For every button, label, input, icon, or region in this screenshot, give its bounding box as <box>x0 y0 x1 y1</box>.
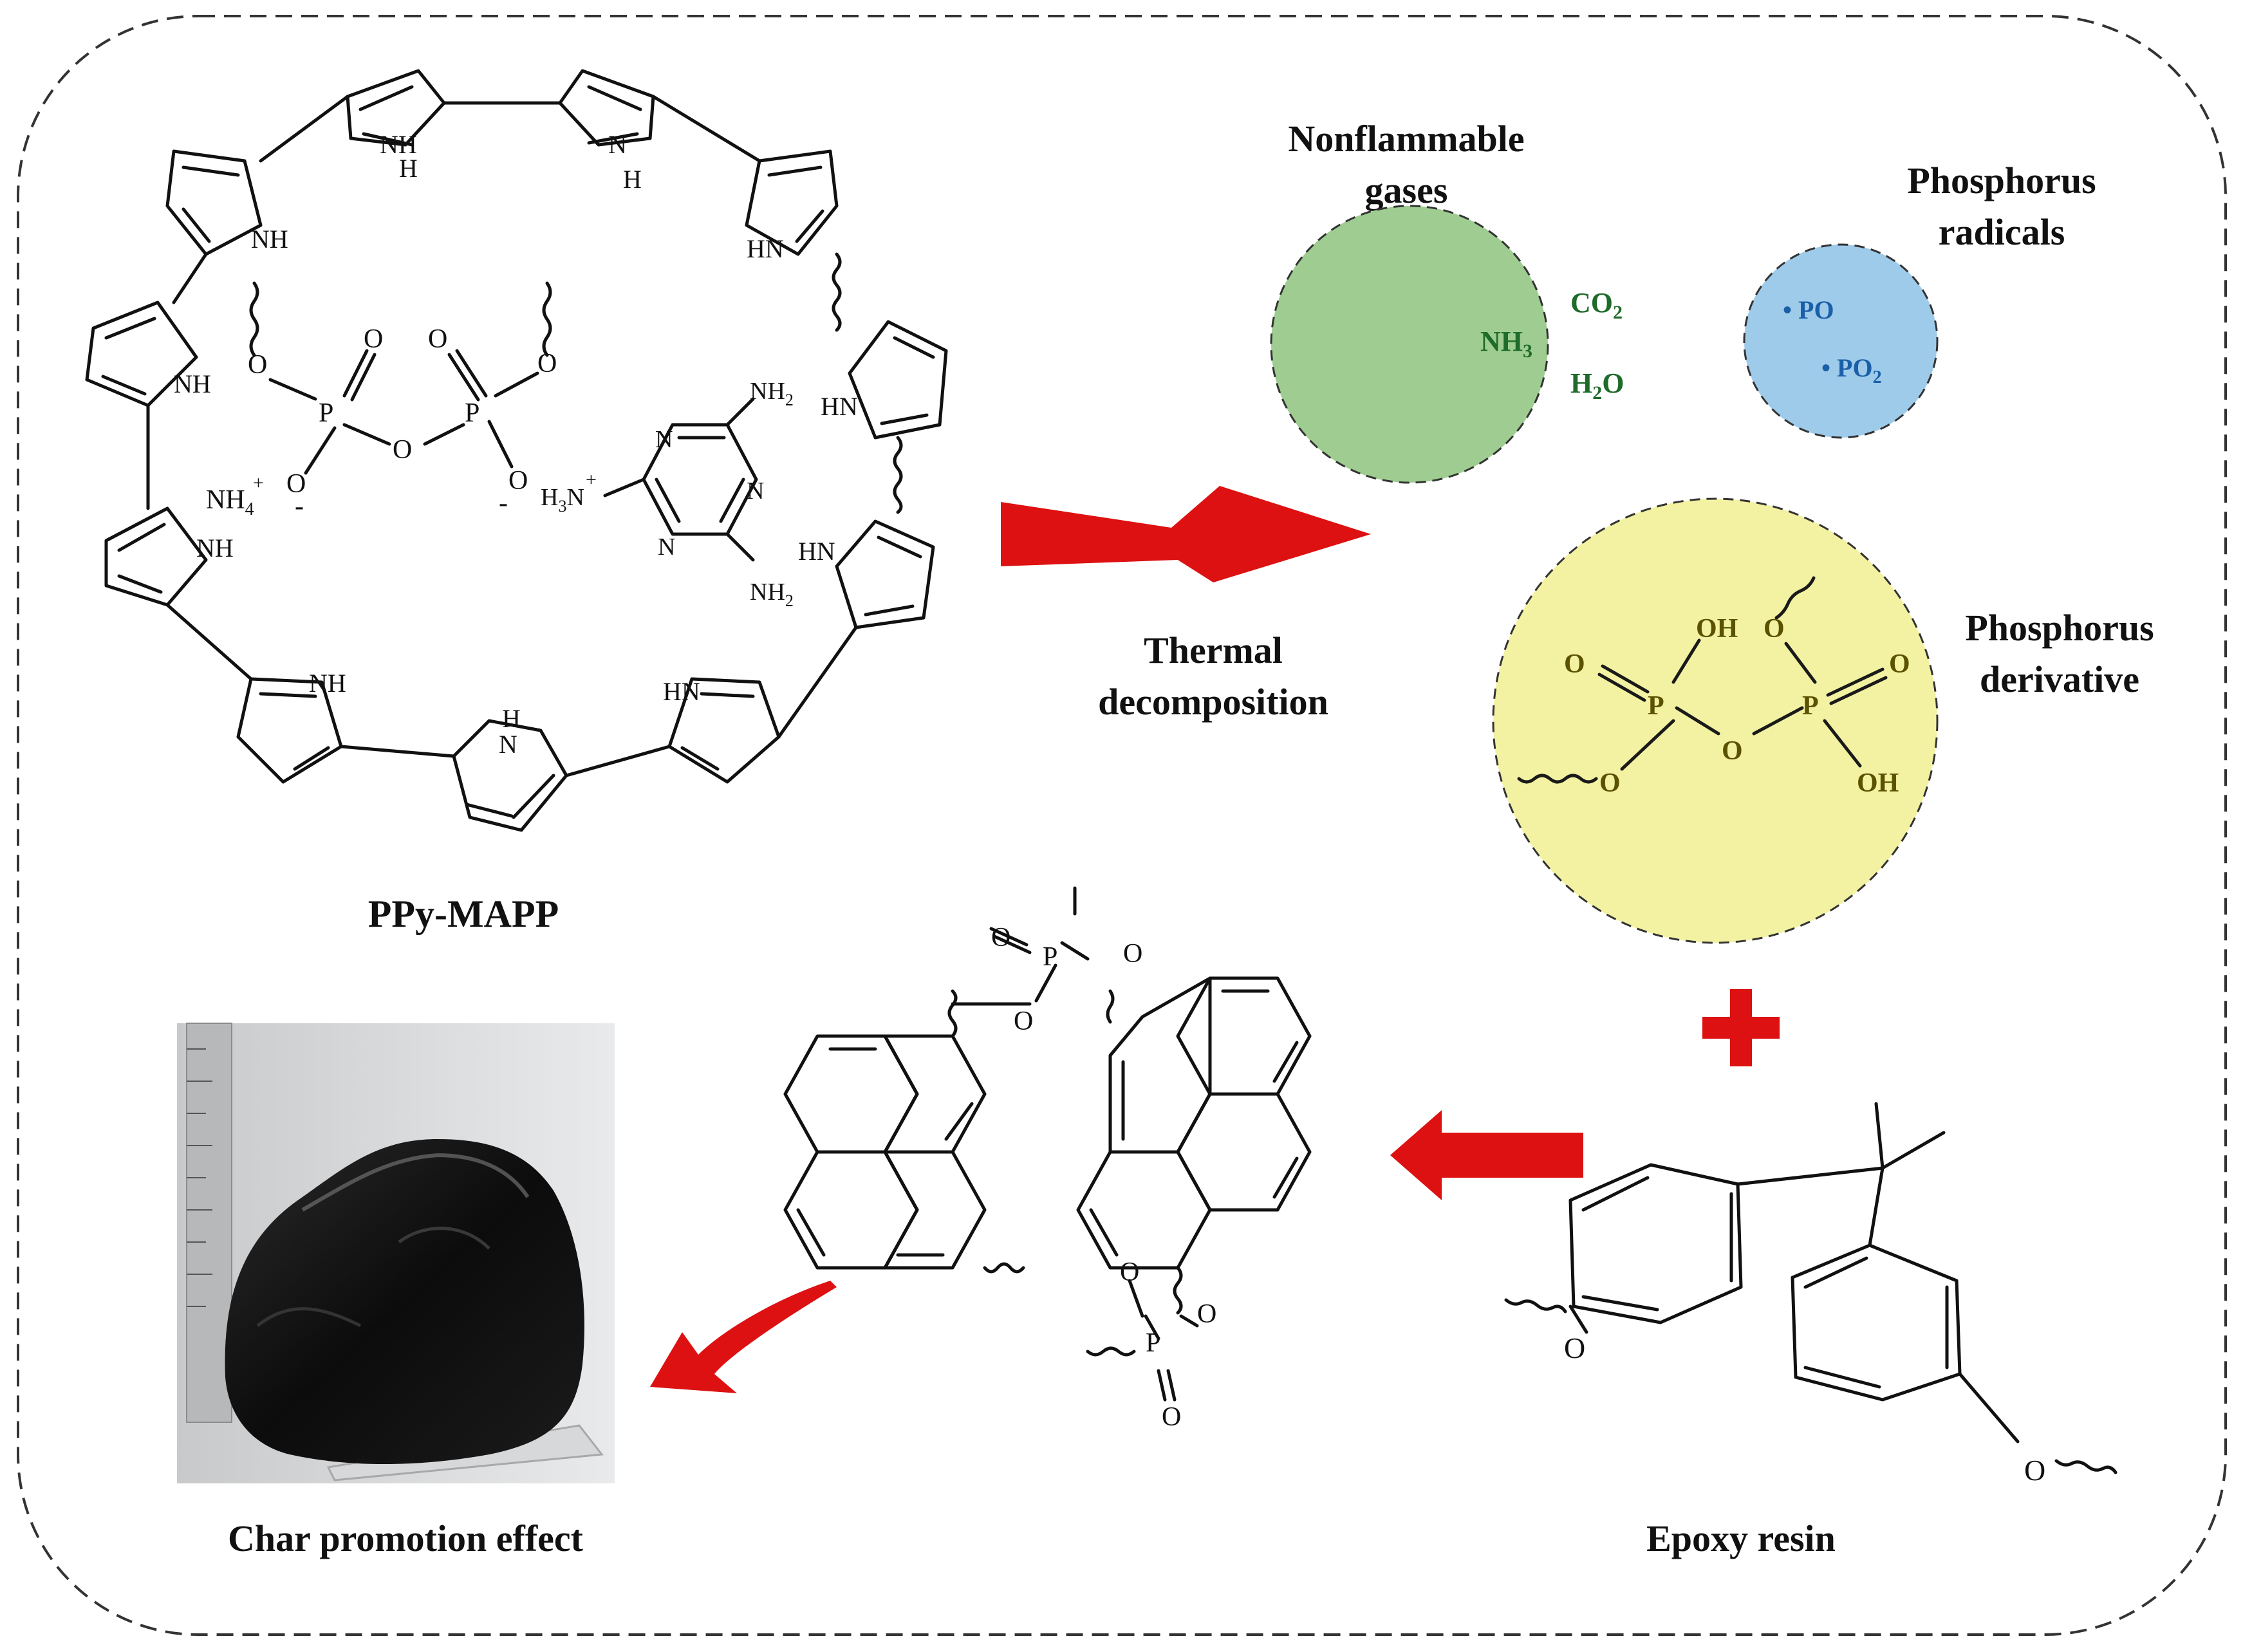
nonflammable-label-line2: gases <box>1365 169 1448 211</box>
radicals-circle <box>1743 243 1939 439</box>
p-label: P <box>1648 691 1664 721</box>
char-photo <box>177 1023 615 1483</box>
p-label: P <box>1802 691 1819 721</box>
o-label: O <box>537 349 557 378</box>
o-label: O <box>393 435 412 465</box>
char-promotion-label: Char promotion effect <box>228 1517 584 1559</box>
o-label: O <box>2024 1454 2045 1487</box>
nh-label: NH <box>380 130 417 159</box>
ppy-mapp-structure: NH H N H NH HN NH HN NH HN NH HN H N <box>85 69 948 832</box>
gases-circle <box>1270 205 1549 484</box>
h2o-text: H2O <box>1570 367 1624 404</box>
oh-label: OH <box>1696 614 1738 644</box>
h-label: H <box>502 704 521 733</box>
h3n-label: H3N <box>541 484 584 515</box>
oh-label: OH <box>1857 768 1899 798</box>
o-label: O <box>1197 1299 1216 1329</box>
radicals-label-line2: radicals <box>1939 211 2065 253</box>
n-label: N <box>608 130 627 159</box>
hn-label: HN <box>798 537 835 566</box>
o-label: O <box>1120 1258 1139 1287</box>
p-label: P <box>1146 1328 1160 1358</box>
co2-text: CO2 <box>1570 287 1623 323</box>
plus-sign <box>1702 989 1780 1066</box>
o-label: O <box>508 466 528 496</box>
h-label: H <box>623 165 642 194</box>
o-label: O <box>1162 1402 1181 1432</box>
epoxy-resin-label: Epoxy resin <box>1646 1517 1836 1559</box>
o-label: O <box>991 923 1010 952</box>
char-arrow <box>650 1281 837 1393</box>
thermal-label-line2: decomposition <box>1098 681 1328 723</box>
minus-label: - <box>499 488 508 518</box>
dashed-frame <box>17 15 2227 1636</box>
nh4-label: NH4 <box>206 485 254 519</box>
nh2-label: NH2 <box>750 378 794 409</box>
ppy-mapp-label: PPy-MAPP <box>368 893 559 935</box>
plus-label: + <box>586 469 597 490</box>
nh-label: NH <box>196 534 234 562</box>
nh-label: NH <box>174 369 211 398</box>
thermal-arrow <box>1001 486 1371 582</box>
nh-label: NH <box>309 669 346 698</box>
epoxy-to-char-arrow <box>1390 1110 1583 1200</box>
derivative-circle <box>1492 497 1939 944</box>
derivative-label-line2: derivative <box>1980 658 2139 700</box>
o-label: O <box>364 324 383 354</box>
o-label: O <box>1564 649 1585 679</box>
nh-label: NH <box>251 225 288 254</box>
h-label: H <box>399 154 418 183</box>
nh2-label: NH2 <box>750 579 794 610</box>
po2-radical-text: • PO2 <box>1821 353 1882 387</box>
nonflammable-label-line1: Nonflammable <box>1288 118 1524 160</box>
n-label: N <box>499 730 517 759</box>
derivative-label-line1: Phosphorus <box>1965 607 2154 649</box>
o-label: O <box>1889 649 1910 679</box>
po-radical-text: • PO <box>1783 295 1834 324</box>
o-label: O <box>1014 1007 1033 1036</box>
nh3-text: NH3 <box>1480 326 1532 362</box>
hn-label: HN <box>821 392 858 421</box>
n-label: N <box>747 478 764 505</box>
hn-label: HN <box>663 677 700 706</box>
o-label: O <box>248 350 267 380</box>
thermal-label-line1: Thermal <box>1144 629 1283 671</box>
p-label: P <box>319 398 333 428</box>
o-label: O <box>1564 1332 1585 1364</box>
o-label: O <box>1599 768 1621 798</box>
o-label: O <box>1764 614 1785 644</box>
char-structure <box>783 886 1312 1402</box>
p-label: P <box>465 398 479 428</box>
hn-label: HN <box>747 234 784 263</box>
n-label: N <box>658 534 675 561</box>
o-label: O <box>428 324 447 354</box>
n-label: N <box>655 426 673 453</box>
o-label: O <box>1722 736 1743 766</box>
epoxy-structure <box>1504 1102 2117 1474</box>
p-label: P <box>1043 942 1057 972</box>
o-label: O <box>286 469 306 499</box>
radicals-label-line1: Phosphorus <box>1907 160 2096 201</box>
plus-label: + <box>253 472 264 494</box>
minus-label: - <box>295 492 304 521</box>
o-label: O <box>1123 939 1142 969</box>
